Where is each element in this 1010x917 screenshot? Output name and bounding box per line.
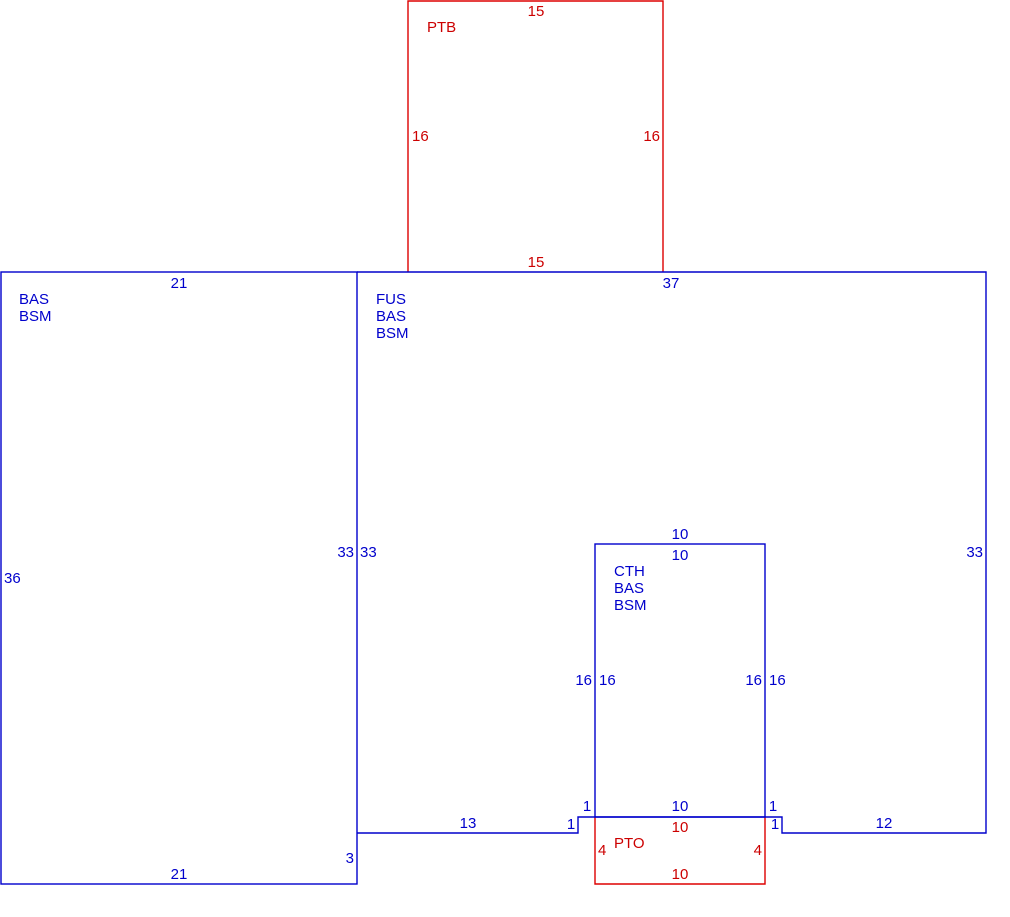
ptb-right-dimension: 16 <box>643 128 660 145</box>
cth-area-code-3: BSM <box>614 597 647 614</box>
ptb-left-dimension: 16 <box>412 128 429 145</box>
main-right-dimension: 33 <box>966 544 983 561</box>
pto-bottom-dimension: 10 <box>672 866 689 883</box>
pto-left-dimension: 4 <box>598 842 606 859</box>
cth-area-code-1: CTH <box>614 563 645 580</box>
cth-top-inner-dimension: 10 <box>672 547 689 564</box>
ptb-top-dimension: 15 <box>528 3 545 20</box>
cth-right-outer-dimension: 16 <box>769 672 786 689</box>
pto-area-label: PTO <box>614 835 645 852</box>
cth-top-outer-dimension: 10 <box>672 526 689 543</box>
main-left-dimension: 33 <box>360 544 377 561</box>
pto-right-dimension: 4 <box>754 842 762 859</box>
cth-area-code-2: BAS <box>614 580 644 597</box>
left-side-dimension: 36 <box>4 570 21 587</box>
main-area-code-1: FUS <box>376 291 406 308</box>
cth-bottom-dimension: 10 <box>672 798 689 815</box>
cth-right-inner-dimension: 16 <box>745 672 762 689</box>
pto-outline <box>594 817 766 885</box>
main-step-right-top-dimension: 1 <box>769 798 777 815</box>
left-notch-dimension: 3 <box>346 850 354 867</box>
cth-left-inner-dimension: 16 <box>599 672 616 689</box>
ptb-outline <box>407 0 664 272</box>
left-area-code-2: BSM <box>19 308 52 325</box>
main-bottom-right-dimension: 12 <box>876 815 893 832</box>
left-area-code-1: BAS <box>19 291 49 308</box>
cth-left-outer-dimension: 16 <box>575 672 592 689</box>
pto-top-dimension: 10 <box>672 819 689 836</box>
ptb-area-label: PTB <box>427 19 456 36</box>
left-top-dimension: 21 <box>171 275 188 292</box>
main-section-outline <box>357 271 987 834</box>
left-section-outline <box>0 271 358 885</box>
main-top-dimension: 37 <box>663 275 680 292</box>
main-step-right-bottom-dimension: 1 <box>771 816 779 833</box>
main-bottom-left-dimension: 13 <box>460 815 477 832</box>
left-right-dimension: 33 <box>337 544 354 561</box>
ptb-bottom-dimension: 15 <box>528 254 545 271</box>
main-area-code-3: BSM <box>376 325 409 342</box>
cth-section-outline <box>594 543 766 818</box>
main-step-left-top-dimension: 1 <box>583 798 591 815</box>
main-area-code-2: BAS <box>376 308 406 325</box>
main-step-left-bottom-dimension: 1 <box>567 816 575 833</box>
left-bottom-dimension: 21 <box>171 866 188 883</box>
